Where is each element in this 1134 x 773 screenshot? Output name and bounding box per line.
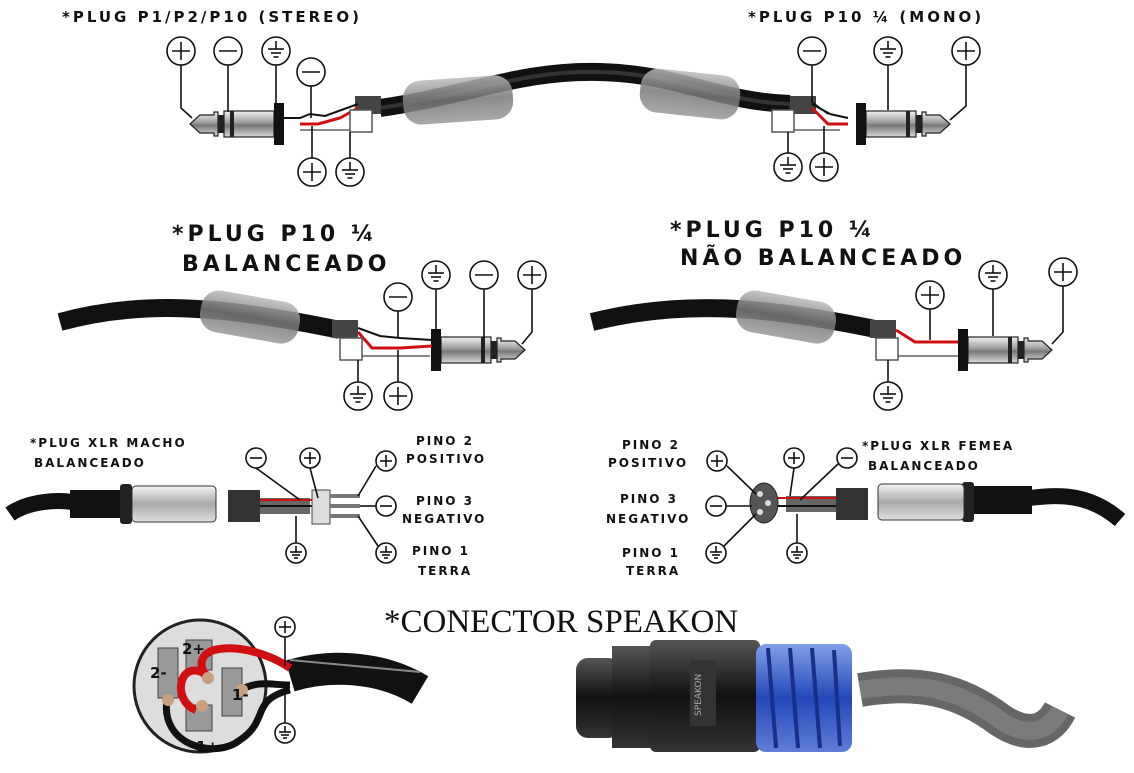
male-pin3-desc: NEGATIVO [402, 512, 487, 526]
female-pin2-desc: POSITIVO [608, 456, 689, 470]
male-pin1-desc: TERRA [418, 564, 473, 578]
male-pin1-label: PINO 1 [412, 544, 471, 558]
unbalanced-symbols [873, 257, 1078, 411]
stereo-title: *PLUG P1/P2/P10 (STEREO) [62, 8, 363, 26]
male-pin3-label: PINO 3 [416, 494, 475, 508]
female-pin2-label: PINO 2 [622, 438, 681, 452]
speakon-brand-mark: SPEAKON [694, 673, 704, 716]
xlr-male-title-line1: *PLUG XLR MACHO [30, 436, 187, 450]
balanced-title-line1: *PLUG P10 ¼ [172, 222, 378, 247]
stereo-symbols [166, 36, 365, 187]
balanced-symbols [343, 260, 547, 411]
balanced-wiring [339, 327, 433, 361]
balanced-plug [430, 328, 526, 372]
xlr-female [749, 482, 1126, 527]
female-pin1-desc: TERRA [626, 564, 681, 578]
mono-title: *PLUG P10 ¼ (MONO) [748, 8, 985, 26]
xlr-female-title-line2: BALANCEADO [868, 459, 980, 473]
stereo-to-mono-cable [355, 62, 816, 125]
male-pin2-label: PINO 2 [416, 434, 475, 448]
speakon-pin-2plus: 2+ [182, 640, 206, 658]
speakon-pin-1minus: 1- [232, 686, 249, 704]
stereo-wiring [284, 103, 373, 133]
xlr-male-title-line2: BALANCEADO [34, 456, 146, 470]
mono-symbols [773, 36, 981, 182]
speakon-face [132, 618, 429, 754]
male-pin2-desc: POSITIVO [406, 452, 487, 466]
speakon-pin-1plus: 1+ [196, 738, 220, 756]
unbalanced-title-line2: NÃO BALANCEADO [680, 246, 967, 271]
speakon-symbols [274, 616, 296, 744]
female-pin1-label: PINO 1 [622, 546, 681, 560]
xlr-male-symbols [245, 447, 397, 564]
unbalanced-plug [957, 328, 1053, 372]
stereo-plug [189, 102, 285, 146]
female-pin3-desc: NEGATIVO [606, 512, 691, 526]
mono-plug [855, 102, 951, 146]
xlr-female-title-line1: *PLUG XLR FEMEA [862, 439, 1015, 453]
speakon-connector [576, 640, 1076, 752]
balanced-title-line2: BALANCEADO [182, 252, 391, 277]
speakon-pin-2minus: 2- [150, 664, 167, 682]
unbalanced-wiring [875, 328, 958, 361]
xlr-male [5, 484, 360, 525]
balanced-cable [57, 290, 358, 344]
female-pin3-label: PINO 3 [620, 492, 679, 506]
xlr-female-symbols [705, 447, 858, 564]
speakon-title: *CONECTOR SPEAKON [384, 604, 739, 640]
unbalanced-cable [589, 290, 896, 344]
unbalanced-title-line1: *PLUG P10 ¼ [670, 218, 876, 243]
